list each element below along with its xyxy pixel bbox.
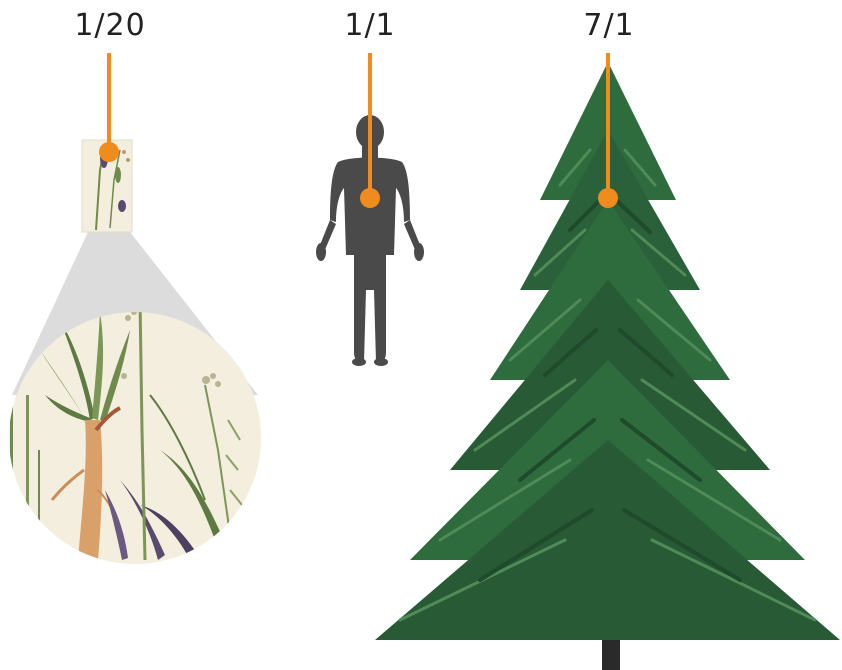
pointer-plant <box>99 53 119 162</box>
